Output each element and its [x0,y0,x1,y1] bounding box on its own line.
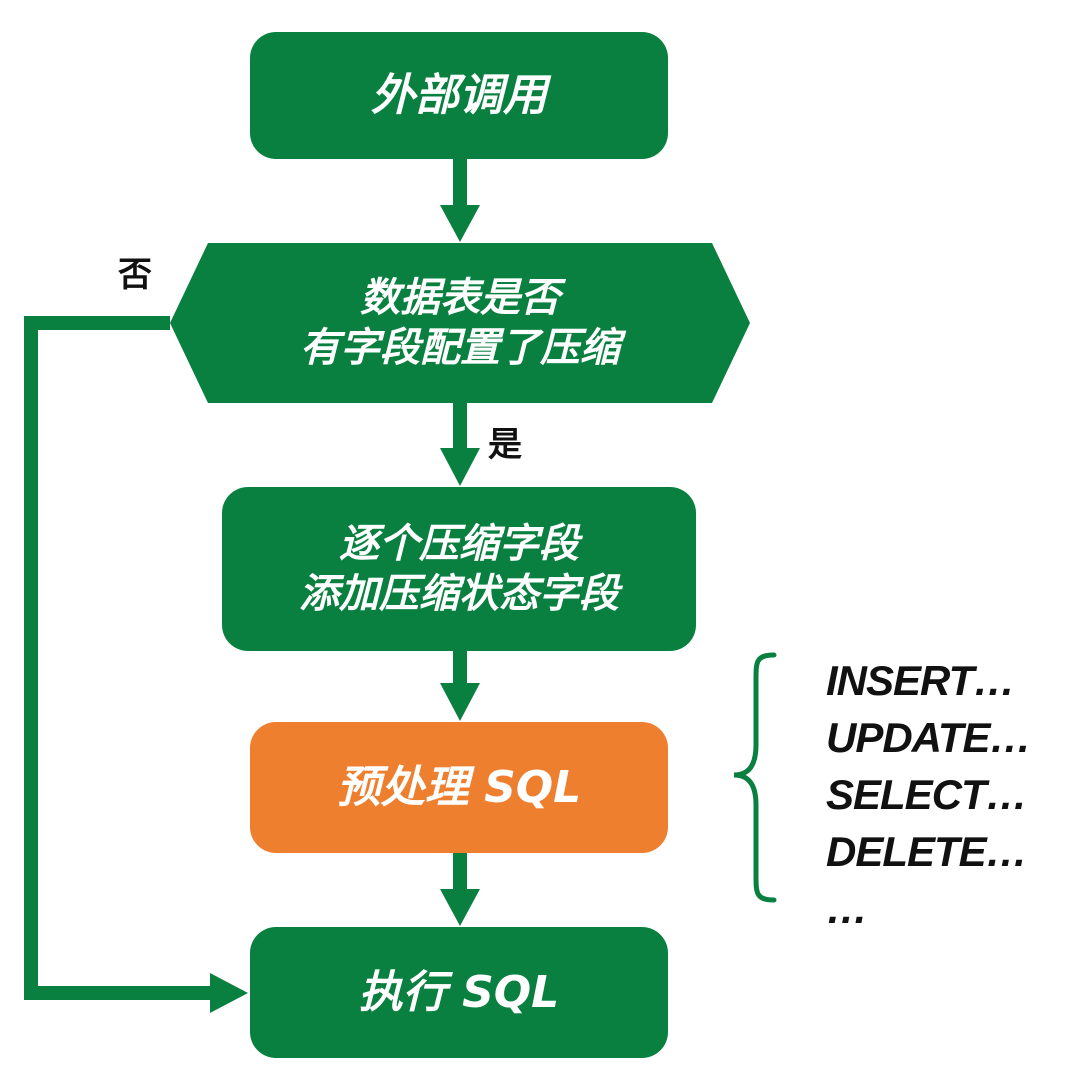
node-execute-sql: 执行 SQL [250,927,668,1058]
node-compress-fields-line-1: 逐个压缩字段 [339,521,579,567]
node-external-call-label: 外部调用 [371,70,547,121]
node-execute-sql-label: 执行 SQL [358,967,560,1018]
arrow-no-branch [24,316,215,1000]
node-decision-line-1: 数据表是否 [360,275,560,321]
sql-statement: SELECT… [826,771,1028,818]
arrow-preprocess-to-execute [440,853,480,926]
sql-statement-list: INSERT… UPDATE… SELECT… DELETE… … [826,652,1032,937]
node-decision-line-2: 有字段配置了压缩 [300,325,620,371]
node-preprocess-sql: 预处理 SQL [250,722,668,853]
node-decision: 数据表是否 有字段配置了压缩 [170,243,750,403]
decision-hexagon [170,243,750,403]
node-preprocess-sql-label: 预处理 SQL [336,762,582,813]
node-compress-fields: 逐个压缩字段 添加压缩状态字段 [222,487,696,651]
arrow-no-branch-head [210,973,248,1013]
edge-label-no: 否 [118,255,152,295]
sql-list-brace [733,652,777,903]
node-compress-fields-line-2: 添加压缩状态字段 [299,571,619,617]
arrow-call-to-decision [440,159,480,242]
arrow-decision-to-compress [440,403,480,486]
sql-statement: DELETE… [826,828,1028,875]
sql-statement: UPDATE… [826,714,1032,761]
sql-statement: … [826,885,868,932]
sql-statement: INSERT… [826,657,1015,704]
node-external-call: 外部调用 [250,32,668,159]
arrow-compress-to-preprocess [440,651,480,721]
edge-label-yes: 是 [488,425,522,465]
